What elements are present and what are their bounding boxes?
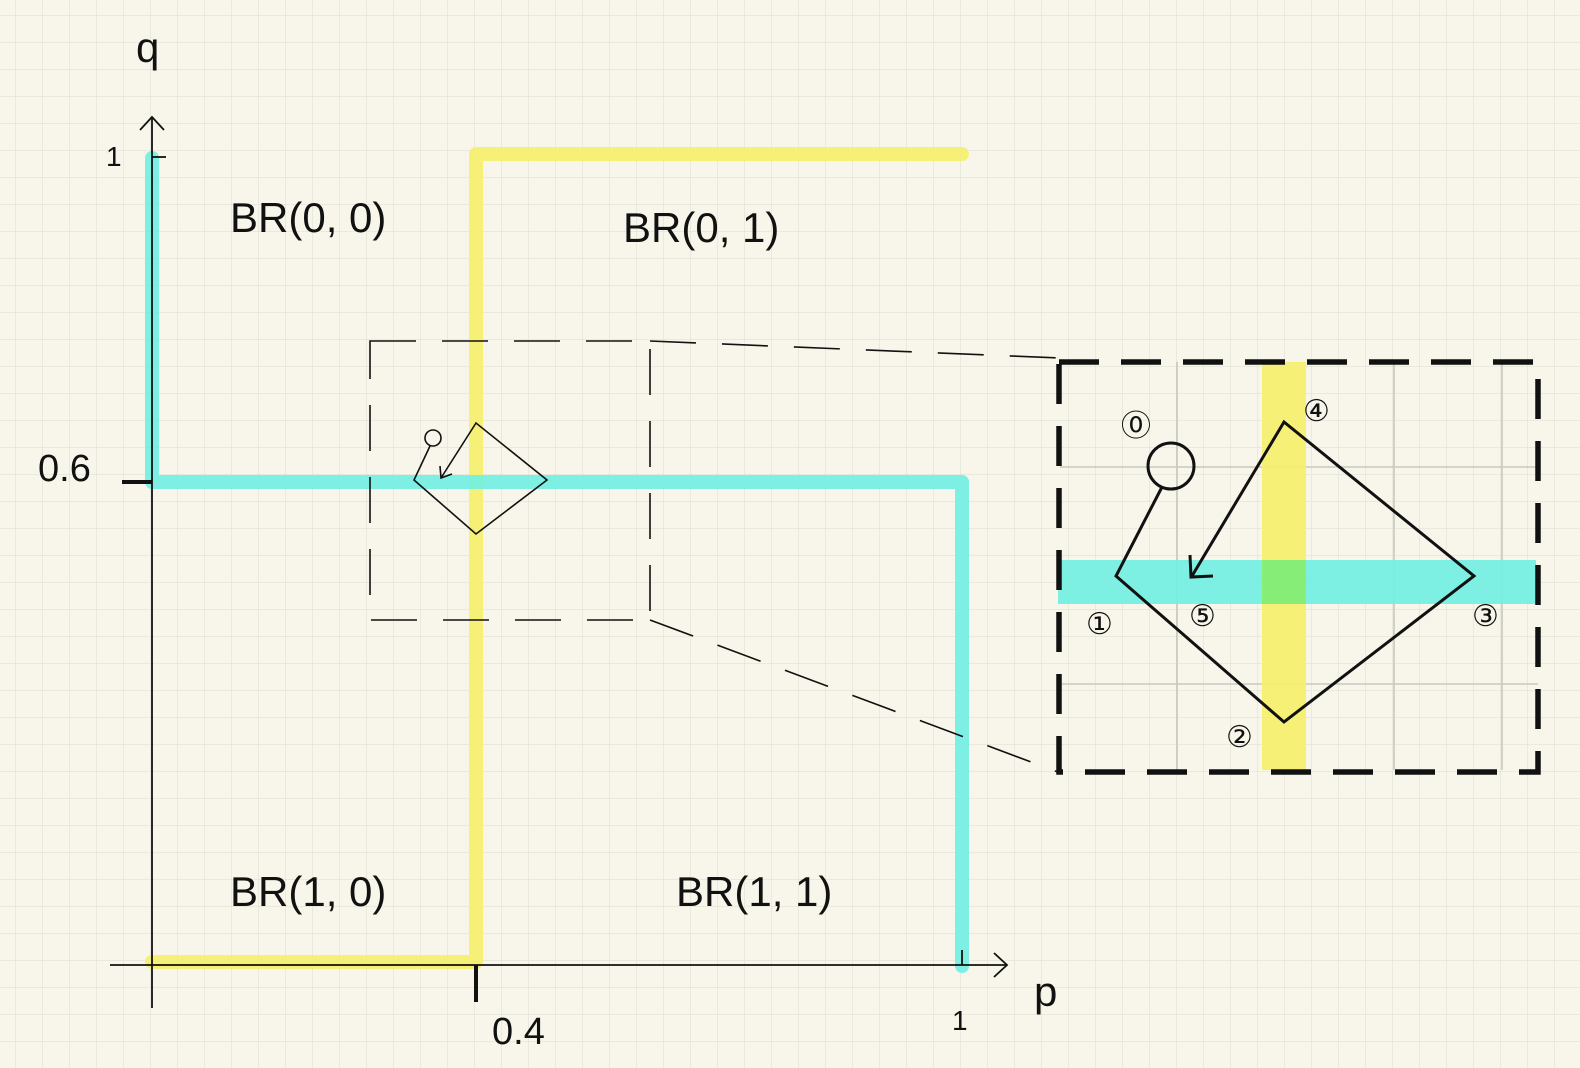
step-2-label: ②	[1226, 720, 1253, 755]
zoom-trajectory	[1114, 419, 1477, 724]
region-bottom-right-label: BR(1, 1)	[676, 868, 832, 915]
small-trajectory	[413, 421, 549, 536]
small-start-marker	[424, 429, 442, 447]
q-one-label: 1	[106, 141, 122, 172]
p-threshold-label: 0.4	[492, 1011, 545, 1053]
region-bottom-left-label: BR(1, 0)	[230, 868, 386, 915]
step-5-label: ⑤	[1189, 599, 1216, 634]
y-axis-label: q	[136, 24, 159, 71]
q-threshold-label: 0.6	[38, 448, 91, 490]
x-axis-arrowhead	[993, 952, 1009, 978]
zoom-start-marker	[1146, 441, 1196, 491]
zoom-box: ⓪ ① ② ③ ④ ⑤	[1056, 359, 1541, 775]
zoom-arrowhead	[1188, 554, 1214, 579]
region-top-right-label: BR(0, 1)	[623, 204, 779, 251]
region-top-left-label: BR(0, 0)	[230, 194, 386, 241]
step-4-label: ④	[1303, 394, 1330, 429]
step-1-label: ①	[1086, 607, 1113, 642]
zoom-box-border	[1056, 359, 1541, 775]
zoom-connector-lines	[649, 340, 1061, 773]
step-0-label: ⓪	[1121, 409, 1151, 444]
step-3-label: ③	[1472, 599, 1499, 634]
x-axis-label: p	[1034, 968, 1057, 1015]
y-axis-arrowhead	[139, 115, 165, 131]
axes	[110, 115, 1009, 1008]
small-arrowhead	[439, 465, 453, 480]
zoom-overlap	[1262, 560, 1306, 604]
p-one-label: 1	[952, 1005, 968, 1036]
focus-rectangle	[369, 340, 651, 621]
p-best-response-line	[145, 147, 969, 969]
